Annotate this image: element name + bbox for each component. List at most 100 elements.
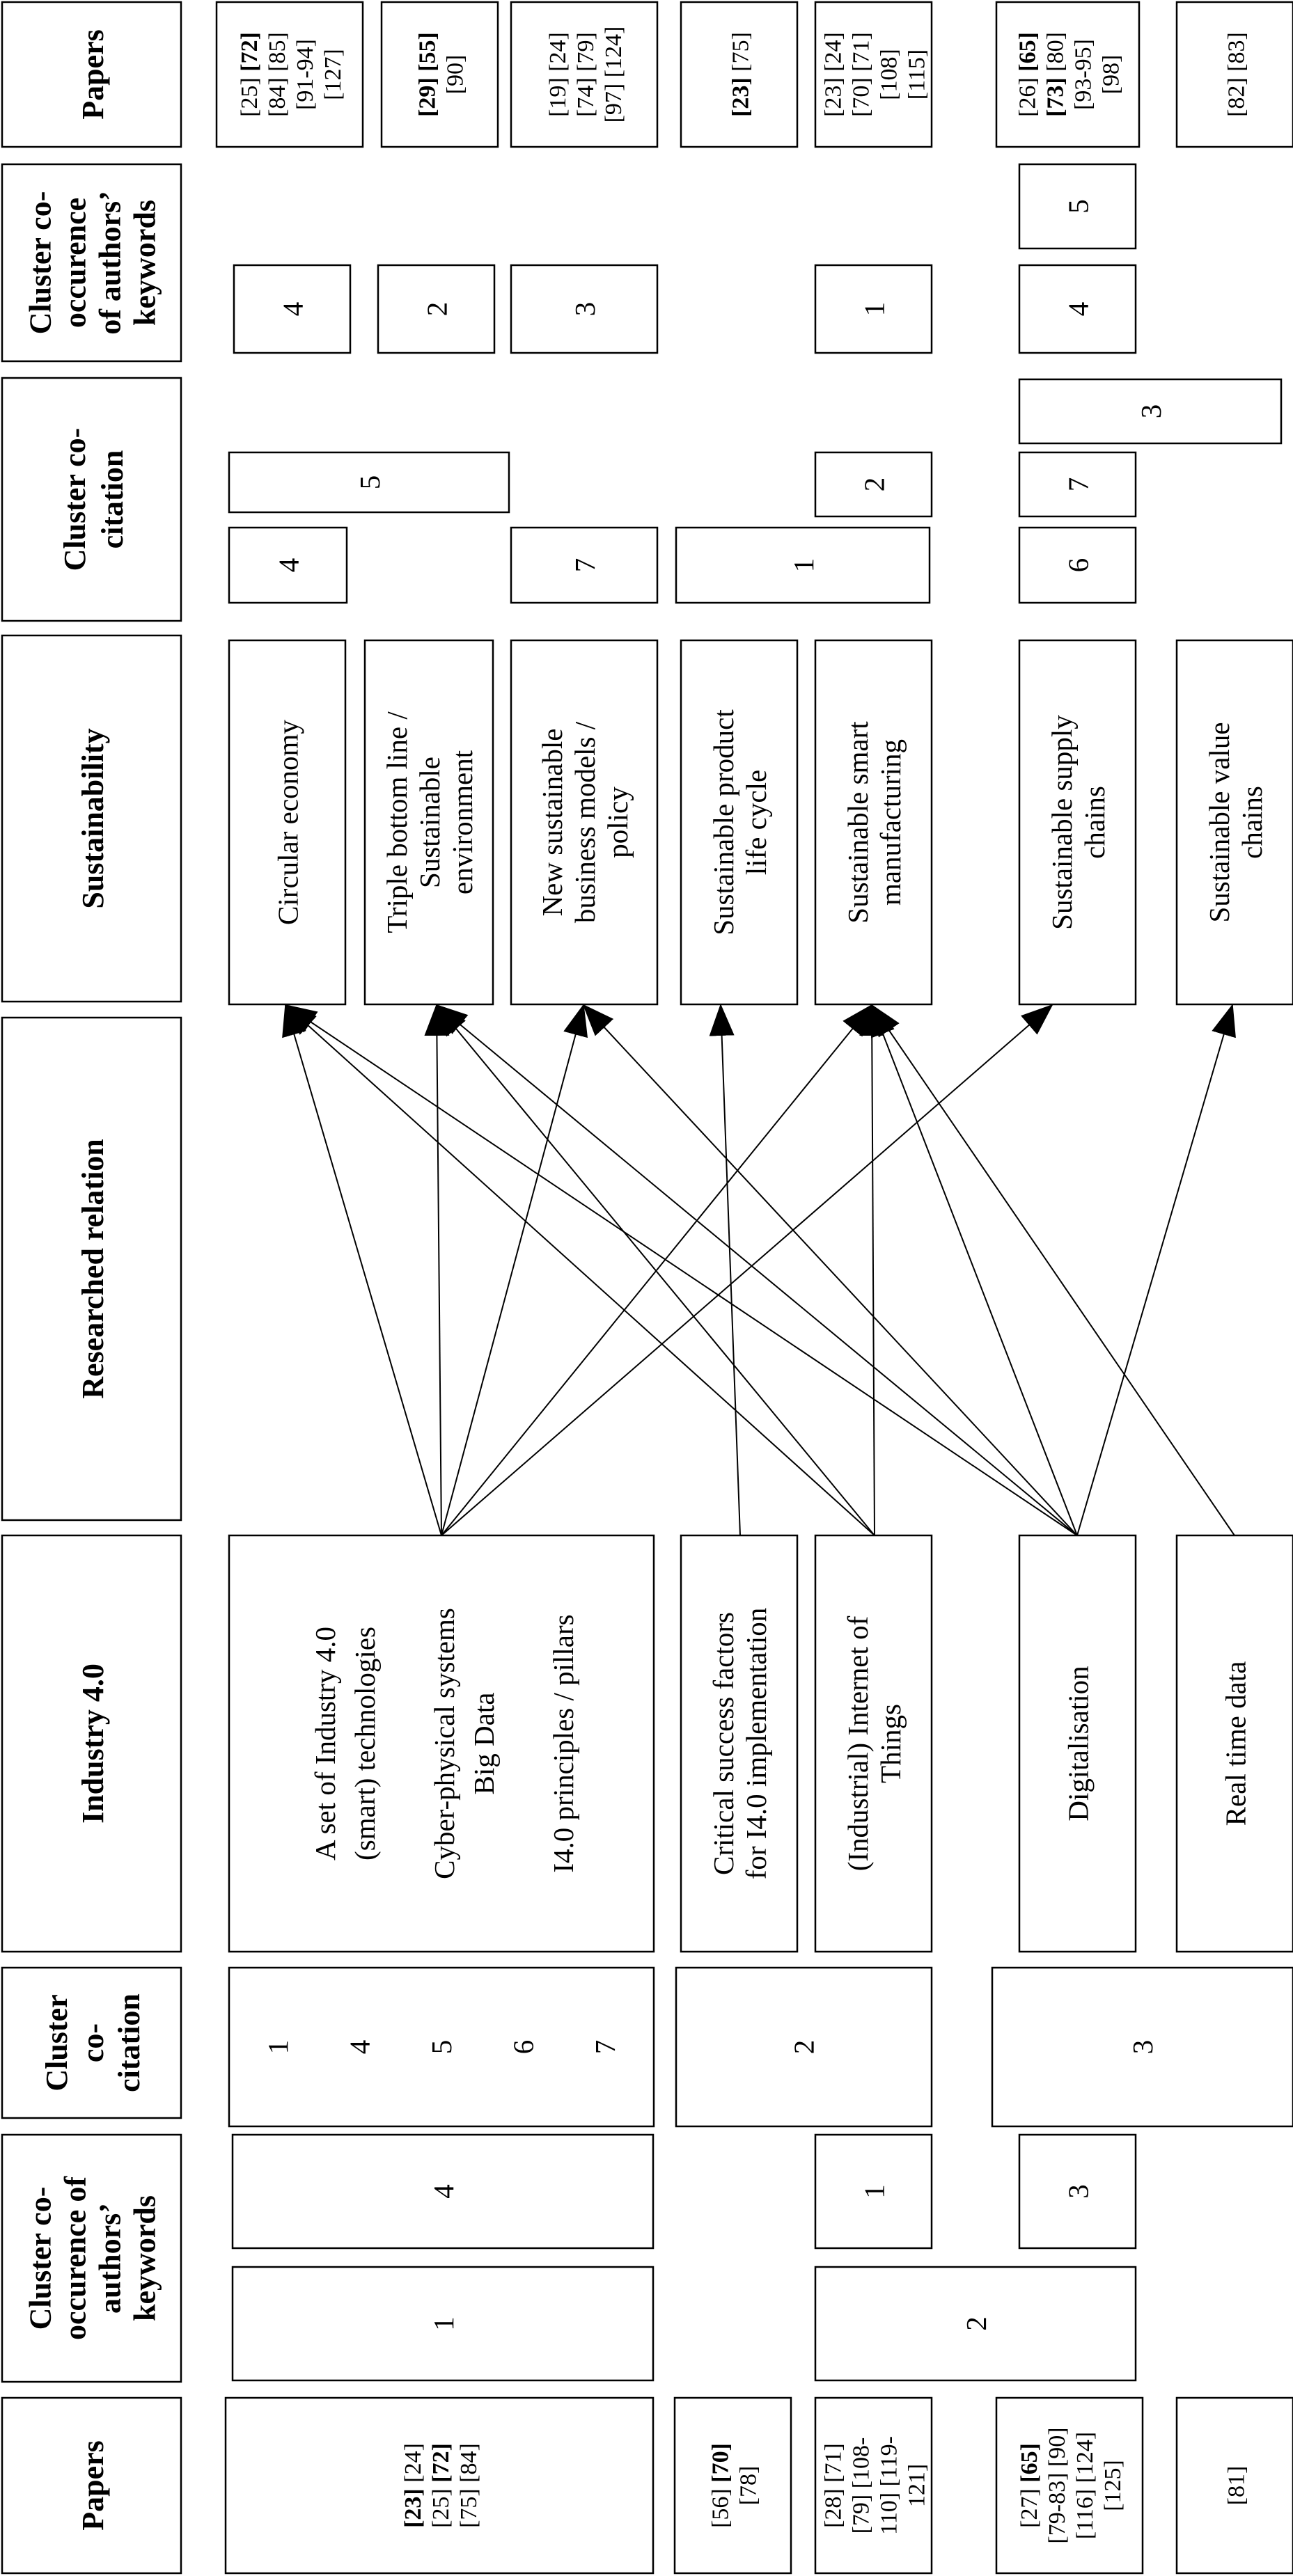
sustainability-new-business-models-line: business models / bbox=[569, 721, 601, 923]
cocitation-right-cluster-line: 5 bbox=[354, 475, 386, 490]
papers-right-cell-line: [74] [79] bbox=[573, 32, 599, 117]
header-keywords-right-line: Cluster co- bbox=[24, 191, 58, 335]
edge-digitalisation-to-new-business-models bbox=[582, 1004, 1078, 1536]
edge-digitalisation-to-triple-bottom-line bbox=[435, 1004, 1078, 1536]
sustainability-triple-bottom-line-frame bbox=[363, 639, 494, 1006]
industry-digitalisation-line: Digitalisation bbox=[1063, 1666, 1095, 1821]
header-cocitation-left-line: citation bbox=[112, 1993, 146, 2092]
relation-edges bbox=[282, 1004, 1236, 1536]
cocitation-left-value: 7 bbox=[589, 2040, 621, 2055]
papers-left-cell-line: 121] bbox=[904, 2464, 930, 2507]
header-cocitation-right: Cluster co-citation bbox=[1, 377, 182, 622]
industry-critical-success-factors-frame bbox=[680, 1534, 799, 1953]
header-industry-frame bbox=[1, 1534, 182, 1953]
papers-right-cell: [23] [24][70] [71][108][115] bbox=[814, 1, 933, 148]
keywords-right-cluster-line: 5 bbox=[1063, 199, 1095, 214]
header-keywords-right-line: keywords bbox=[128, 200, 162, 326]
header-keywords-left-line: authors’ bbox=[93, 2203, 127, 2314]
header-cocitation-right-frame bbox=[1, 377, 182, 622]
cocitation-left-cluster: 2 bbox=[675, 1966, 933, 2128]
header-keywords-right-line: of authors’ bbox=[93, 191, 127, 335]
papers-left-cell-line: [23] [24] bbox=[400, 2443, 426, 2528]
papers-right-cell-line: [82] [83] bbox=[1223, 32, 1249, 117]
papers-right-cell-line: [19] [24] bbox=[545, 32, 571, 117]
sustainability-product-life-cycle-line: Sustainable product bbox=[707, 709, 739, 935]
sustainability-smart-manufacturing-line: Sustainable smart bbox=[842, 721, 874, 924]
cocitation-left-value: 3 bbox=[1127, 2040, 1159, 2055]
papers-right-cell-line: [90] bbox=[442, 55, 468, 95]
keywords-left-cluster-frame bbox=[231, 2266, 655, 2382]
keywords-right-cluster: 4 bbox=[233, 264, 352, 354]
keywords-left-cluster-line: 4 bbox=[428, 2184, 460, 2199]
papers-right-cell-line: [98] bbox=[1098, 55, 1124, 95]
keywords-right-cluster-frame bbox=[233, 264, 352, 354]
header-papers-left: Papers bbox=[1, 2396, 182, 2575]
keywords-left-cluster-frame bbox=[814, 2133, 933, 2250]
industry-iiot-line: Things bbox=[875, 1704, 907, 1783]
cocitation-right-cluster-frame bbox=[228, 451, 510, 514]
cocitation-right-cluster: 4 bbox=[228, 526, 348, 604]
industry-real-time-data: Real time data bbox=[1175, 1534, 1293, 1953]
cocitation-left-frame bbox=[675, 1966, 933, 2128]
sustainability-smart-manufacturing-line: manufacturing bbox=[875, 739, 907, 906]
keywords-left-cluster-line: 2 bbox=[960, 2316, 992, 2331]
cocitation-left-cluster: 3 bbox=[991, 1966, 1293, 2128]
sustainability-value-chains-line: Sustainable value bbox=[1203, 722, 1235, 922]
cocitation-right-cluster-line: 4 bbox=[273, 558, 305, 573]
industry-i40-technologies: A set of Industry 4.0(smart) technologie… bbox=[228, 1534, 655, 1953]
edge-digitalisation-to-smart-manufacturing bbox=[871, 1004, 1078, 1536]
cocitation-left-value: 4 bbox=[344, 2040, 376, 2055]
keywords-right-cluster: 4 bbox=[1018, 264, 1137, 354]
sustainability-supply-chains-frame bbox=[1018, 639, 1137, 1006]
edge-i40-technologies-to-triple-bottom-line bbox=[424, 1004, 450, 1536]
industry-i40-technologies-line: I4.0 principles / pillars bbox=[547, 1614, 579, 1872]
industry-i40-technologies-line: A set of Industry 4.0 bbox=[309, 1627, 341, 1860]
keywords-left-cluster-frame bbox=[814, 2266, 1137, 2382]
keywords-right-cluster-frame bbox=[377, 264, 496, 354]
industry-critical-success-factors-line: for I4.0 implementation bbox=[740, 1608, 772, 1880]
header-industry-line: Industry 4.0 bbox=[76, 1664, 110, 1824]
cocitation-right-cluster-line: 6 bbox=[1063, 558, 1095, 573]
papers-right-cell-frame bbox=[215, 1, 364, 148]
industry-digitalisation-frame bbox=[1018, 1534, 1137, 1953]
header-sustainability-frame bbox=[1, 634, 182, 1003]
papers-left-cell: [28] [71][79] [108-110] [119-121] bbox=[814, 2396, 933, 2575]
edge-real-time-data-to-smart-manufacturing bbox=[870, 1004, 1235, 1536]
papers-left-cell-line: [27] [65] bbox=[1017, 2443, 1042, 2528]
cocitation-right-cluster-line: 2 bbox=[859, 477, 891, 492]
industry-iiot-frame bbox=[814, 1534, 933, 1953]
papers-left-cell-line: [81] bbox=[1223, 2466, 1249, 2506]
papers-left-cell-frame bbox=[814, 2396, 933, 2575]
keywords-right-cluster-line: 2 bbox=[421, 302, 453, 317]
edge-digitalisation-to-value-chains bbox=[1076, 1004, 1236, 1536]
cocitation-right-cluster: 7 bbox=[510, 526, 659, 604]
sustainability-triple-bottom-line-line: environment bbox=[446, 750, 478, 894]
keywords-right-cluster: 1 bbox=[814, 264, 933, 354]
header-cocitation-left-line: Cluster bbox=[40, 1994, 74, 2091]
edge-critical-success-factors-to-product-life-cycle bbox=[709, 1004, 741, 1536]
cocitation-left-value: 5 bbox=[425, 2040, 457, 2055]
header-cocitation-right-line: Cluster co- bbox=[58, 428, 92, 571]
keywords-right-cluster: 3 bbox=[510, 264, 659, 354]
papers-right-cell: [29] [55][90] bbox=[380, 1, 499, 148]
papers-left-cell-frame bbox=[1175, 2396, 1293, 2575]
industry-i40-technologies-line: Cyber-physical systems bbox=[428, 1608, 460, 1879]
sustainability-smart-manufacturing-frame bbox=[814, 639, 933, 1006]
papers-right-cell-line: [23] [75] bbox=[728, 32, 753, 117]
cocitation-right-cluster: 5 bbox=[228, 451, 510, 514]
papers-left-cell-line: [125] bbox=[1100, 2460, 1126, 2511]
industry-critical-success-factors-line: Critical success factors bbox=[707, 1612, 739, 1875]
header-researched-relation-line: Researched relation bbox=[76, 1139, 110, 1399]
cocitation-right-cluster: 6 bbox=[1018, 526, 1137, 604]
keywords-left-cluster: 4 bbox=[231, 2133, 655, 2250]
papers-left-cell: [81] bbox=[1175, 2396, 1293, 2575]
header-sustainability: Sustainability bbox=[1, 634, 182, 1003]
papers-right-cell-line: [73] [80] bbox=[1042, 32, 1068, 117]
